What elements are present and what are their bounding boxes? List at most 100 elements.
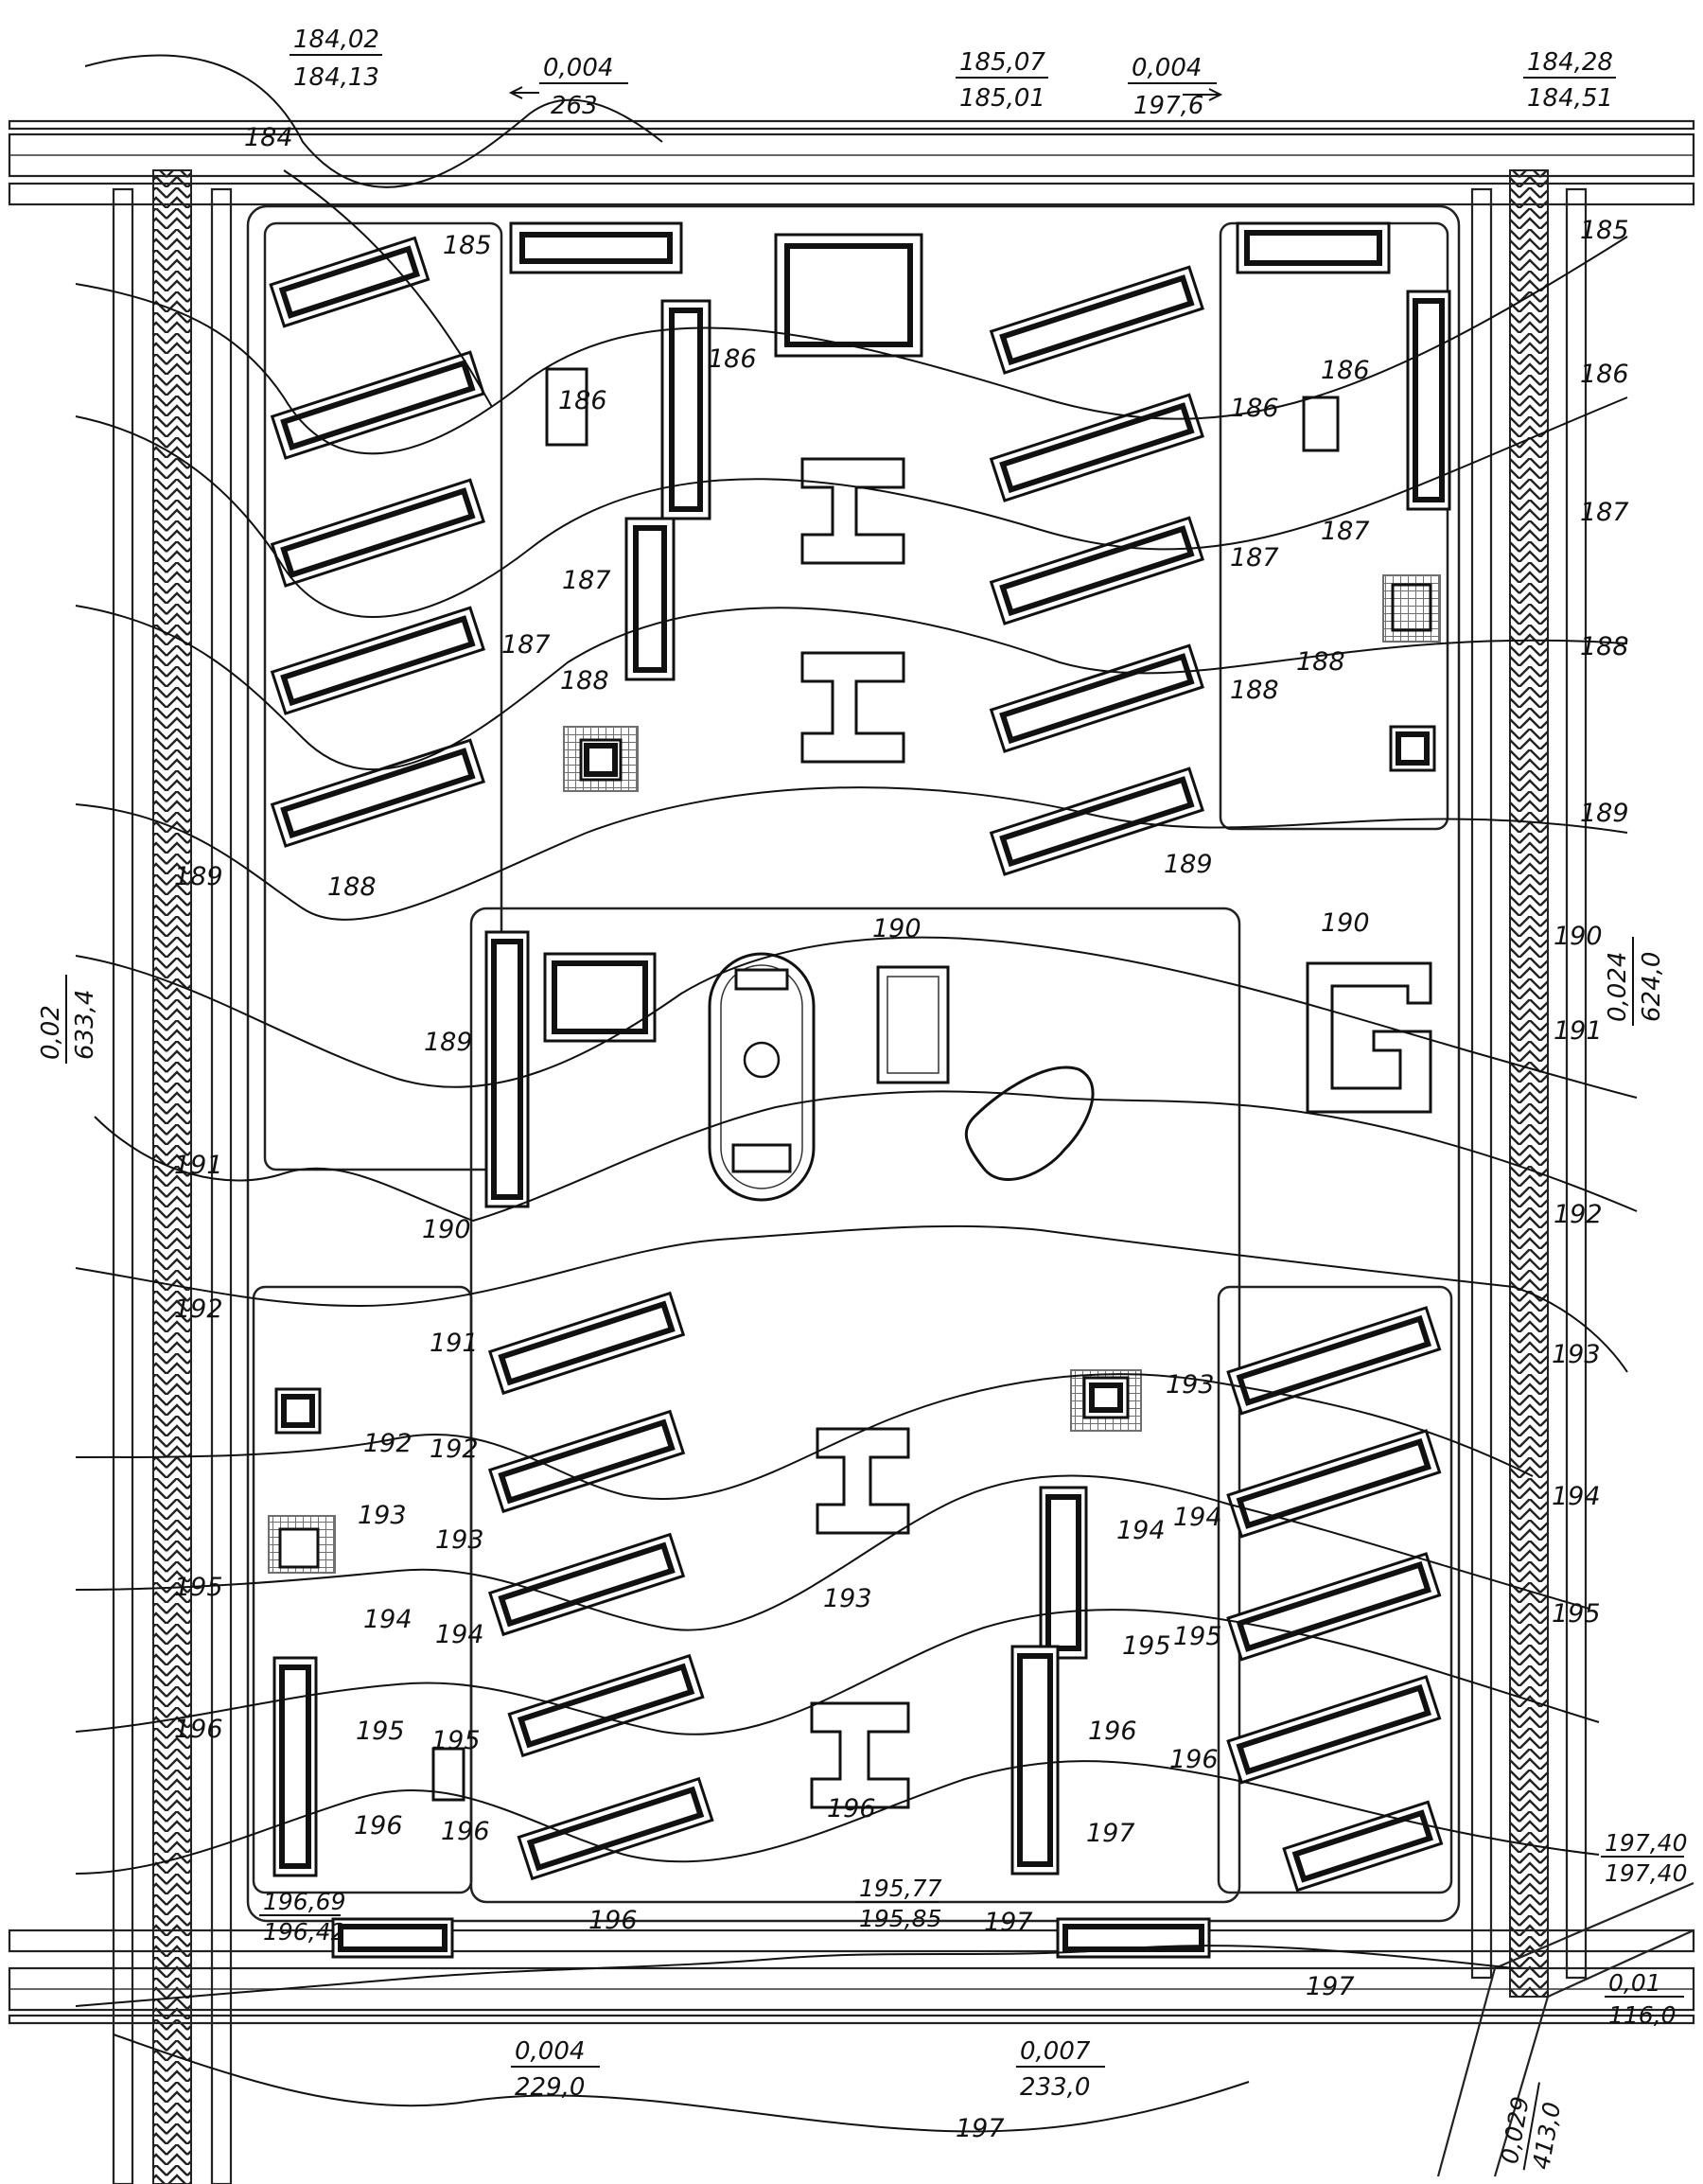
elevation-mark: 184,28 184,51 [1523, 48, 1616, 113]
contour-label: 188 [560, 666, 609, 696]
slope-value: 0,007 [1020, 2037, 1091, 2066]
slope-mark: 0,02 633,4 [37, 975, 99, 1064]
slope-value: 0,004 [515, 2037, 585, 2066]
contour-label: 196 [827, 1794, 876, 1823]
contour-label: 194 [1173, 1503, 1222, 1532]
contour-label: 196 [1088, 1717, 1137, 1746]
contour-label: 184 [244, 123, 293, 152]
contour-label: 197 [1086, 1819, 1135, 1848]
slope-length: 233,0 [1020, 2073, 1090, 2102]
elevation-bottom: 195,85 [859, 1905, 941, 1932]
elevation-top: 195,77 [859, 1875, 942, 1902]
contour-label: 195 [1552, 1599, 1601, 1629]
contour-label: 188 [1580, 632, 1629, 661]
slope-length: 624,0 [1638, 952, 1666, 1022]
elevation-mark: 195,77 195,85 [855, 1875, 942, 1932]
contour-label: 194 [363, 1605, 413, 1634]
elevation-top: 196,69 [263, 1888, 345, 1915]
contour-label: 192 [174, 1295, 223, 1324]
elevation-bottom: 197,40 [1605, 1859, 1687, 1887]
slope-length: 197,6 [1133, 92, 1203, 120]
elevation-mark: 184,02 184,13 [290, 26, 382, 92]
contour-label: 193 [1552, 1340, 1601, 1369]
contour-label: 187 [1230, 543, 1279, 572]
elevation-mark: 196,69 196,42 [259, 1888, 345, 1946]
contour-label: 190 [1321, 908, 1370, 938]
contour-label: 196 [354, 1811, 403, 1841]
contour-label: 197 [984, 1908, 1033, 1937]
elevation-bottom: 184,51 [1527, 84, 1613, 113]
contour-labels: 184 185 185 186 186 186 186 186 187 187 … [174, 123, 1629, 2143]
slope-length: 633,4 [71, 990, 99, 1060]
slope-mark: 0,024 624,0 [1604, 937, 1666, 1026]
slope-mark: 0,004 263 [508, 54, 628, 120]
contour-label: 195 [431, 1726, 481, 1755]
contour-label: 193 [435, 1525, 484, 1555]
contour-label: 187 [1321, 517, 1370, 546]
contour-label: 188 [1296, 647, 1345, 677]
slope-value: 0,01 [1608, 1969, 1661, 1997]
slope-mark: 0,029 413,0 [1496, 2082, 1566, 2172]
slope-value: 0,004 [1132, 54, 1202, 82]
contour-label: 193 [1166, 1370, 1215, 1400]
elevation-mark: 185,07 185,01 [956, 48, 1048, 113]
elevation-mark: 197,40 197,40 [1601, 1829, 1687, 1887]
contour-label: 195 [356, 1717, 405, 1746]
contour-label: 186 [708, 344, 757, 374]
contour-label: 196 [588, 1906, 638, 1935]
contour-label: 186 [1321, 356, 1370, 385]
slope-length: 116,0 [1608, 2001, 1677, 2029]
slope-length: 263 [551, 92, 598, 120]
slope-mark: 0,01 116,0 [1605, 1969, 1684, 2029]
elevation-bottom: 185,01 [959, 84, 1045, 113]
elevation-bottom: 184,13 [293, 63, 379, 92]
elevation-bottom: 196,42 [263, 1918, 345, 1946]
contour-label: 189 [1580, 799, 1629, 828]
contour-label: 196 [174, 1715, 223, 1744]
contour-label: 186 [1230, 394, 1279, 423]
contour-label: 192 [1554, 1200, 1603, 1229]
contour-label: 192 [430, 1435, 479, 1464]
contour-label: 197 [1306, 1972, 1355, 2001]
contour-label: 190 [872, 914, 922, 943]
contour-label: 189 [174, 862, 223, 891]
contour-label: 192 [363, 1429, 413, 1458]
contour-label: 194 [435, 1620, 484, 1649]
contour-label: 194 [1552, 1482, 1601, 1511]
contour-label: 189 [424, 1028, 473, 1057]
contour-label: 189 [1164, 850, 1213, 879]
contour-label: 195 [174, 1573, 223, 1602]
contour-label: 185 [443, 231, 492, 260]
elevation-top: 184,28 [1527, 48, 1613, 77]
contour-label: 195 [1122, 1631, 1171, 1661]
contour-label: 187 [1580, 498, 1629, 527]
contour-label: 196 [441, 1817, 490, 1846]
contour-label: 194 [1116, 1516, 1166, 1545]
slope-length: 229,0 [515, 2073, 585, 2102]
street-network [8, 119, 1695, 2184]
contour-label: 188 [1230, 676, 1279, 705]
contour-label: 188 [327, 872, 377, 902]
contour-label: 187 [501, 630, 551, 660]
elevation-top: 184,02 [293, 26, 379, 54]
slope-value: 0,024 [1604, 952, 1632, 1022]
contour-label: 193 [823, 1584, 872, 1613]
slope-mark: 0,004 197,6 [1128, 54, 1223, 120]
slope-length: 413,0 [1527, 2100, 1566, 2172]
buildings [268, 221, 1451, 1959]
contour-label: 186 [558, 386, 607, 415]
contour-label: 191 [1554, 1016, 1603, 1046]
slope-value: 0,004 [543, 54, 613, 82]
contour-label: 195 [1173, 1622, 1222, 1651]
contour-label: 191 [430, 1329, 479, 1358]
slope-mark: 0,004 229,0 [511, 2037, 600, 2102]
contour-lines [75, 54, 1638, 2133]
contour-label: 187 [562, 566, 611, 595]
slope-mark: 0,007 233,0 [1016, 2037, 1105, 2102]
contour-label: 196 [1169, 1745, 1219, 1774]
contour-label: 193 [358, 1501, 407, 1530]
slope-value: 0,02 [37, 1005, 65, 1060]
contour-label: 197 [956, 2114, 1005, 2143]
slope-marks: 0,004 263 0,004 197,6 0,02 633,4 0,024 6… [37, 54, 1684, 2172]
contour-label: 186 [1580, 360, 1629, 389]
